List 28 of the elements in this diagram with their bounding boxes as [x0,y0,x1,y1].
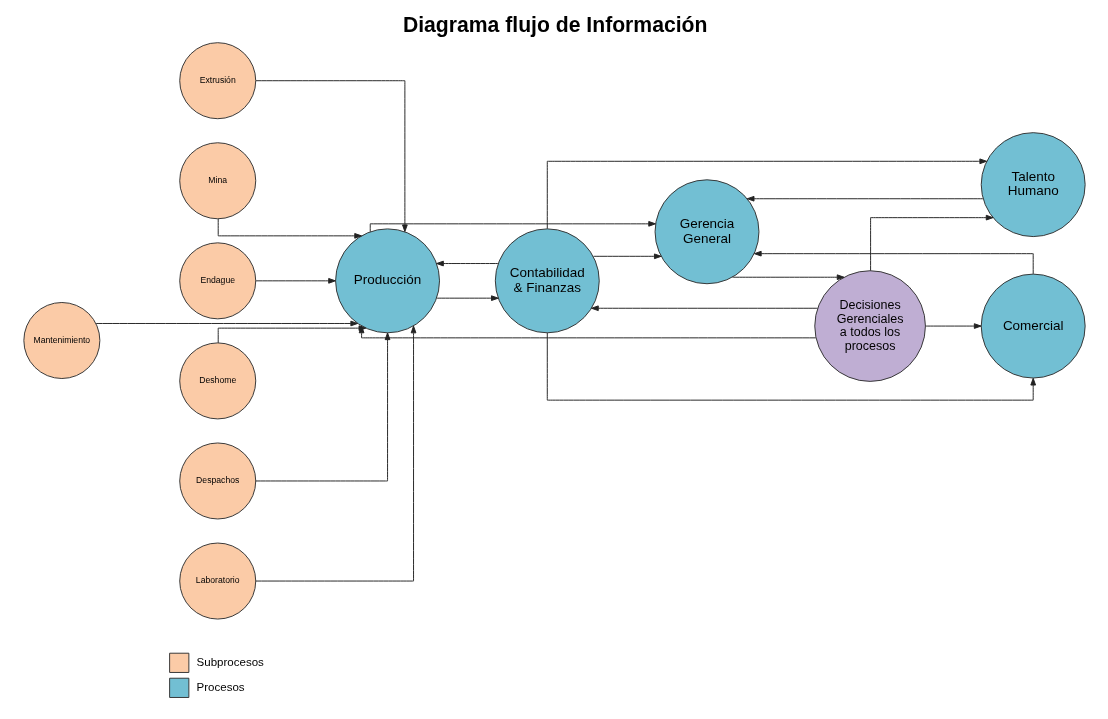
legend-label: Procesos [196,680,245,693]
arrow [746,195,983,202]
arrow [435,260,499,267]
arrow [590,305,818,312]
arrow [592,253,662,260]
arrow [869,214,993,272]
arrow [95,320,358,327]
arrow [369,221,656,233]
node-circle: Mantenimiento [22,302,100,379]
node-circle: Decisiones Gerenciales a todos los procesos [813,270,926,382]
node-circle: Laboratorio [178,542,256,620]
arrow [435,295,499,301]
arrow [753,250,1034,275]
node-circle: Despachos [178,442,256,520]
arrow [924,323,982,329]
node-circle: Deshome [178,342,256,420]
arrow [546,332,1036,401]
node-circle: Mina [178,142,256,220]
diagram-title: Diagrama flujo de Información [402,12,707,36]
arrow [255,80,408,233]
node-circle: Endague [178,242,256,320]
arrow [731,274,844,281]
arrow [217,218,362,239]
node-circle: Extrusión [178,42,256,120]
arrow [546,158,987,230]
node-circle: Comercial [980,273,1086,379]
arrow [254,278,336,284]
legend-label: Subprocesos [196,655,264,668]
